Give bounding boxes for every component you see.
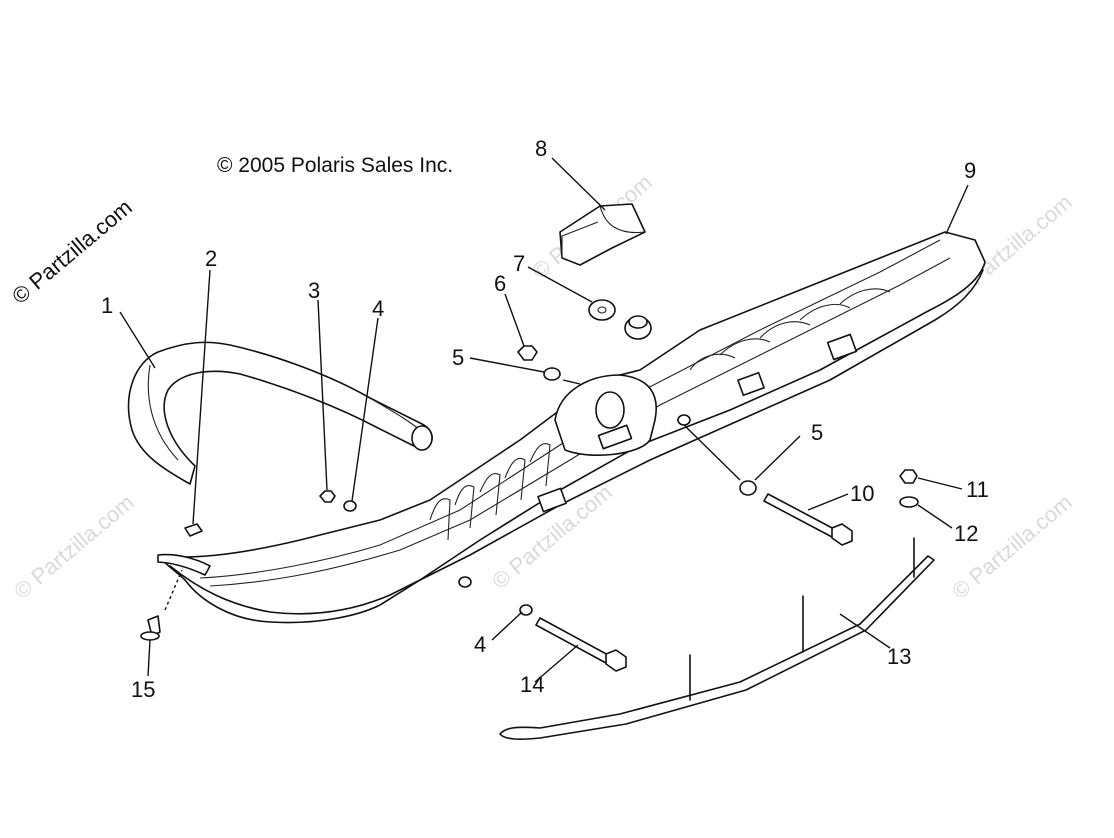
watermark-faint: © Partzilla.com — [9, 489, 139, 603]
callout-15: 15 — [131, 677, 155, 702]
part-10-bolt — [763, 493, 853, 546]
part-6-nut — [517, 345, 538, 361]
callout-3: 3 — [308, 278, 320, 303]
callout-14: 14 — [520, 672, 544, 697]
part-11-nut — [899, 469, 918, 484]
callout-5: 5 — [452, 345, 464, 370]
part-9-ski-body — [157, 231, 986, 624]
part-7-bushing — [588, 299, 652, 340]
part-13-runner — [499, 537, 935, 740]
part-4-washer-top — [343, 500, 357, 512]
callout-5: 5 — [811, 420, 823, 445]
watermark-faint: © Partzilla.com — [947, 489, 1077, 603]
part-12-washer — [899, 496, 919, 508]
callout-4: 4 — [474, 632, 486, 657]
part-4-washer-bottom — [519, 604, 533, 616]
part-3-nut — [319, 490, 336, 503]
part-5-washer-right — [739, 480, 757, 496]
callout-2: 2 — [205, 246, 217, 271]
part-2-clip — [184, 523, 203, 537]
callout-1: 1 — [101, 293, 113, 318]
callout-8: 8 — [535, 136, 547, 161]
part-1-handle — [127, 341, 433, 485]
callout-11: 11 — [966, 477, 989, 502]
watermark-main: © Partzilla.com — [7, 194, 137, 308]
callout-7: 7 — [513, 251, 525, 276]
callout-6: 6 — [494, 271, 506, 296]
callout-9: 9 — [964, 158, 976, 183]
part-14-bolt — [535, 617, 627, 672]
copyright-text: © 2005 Polaris Sales Inc. — [217, 154, 453, 177]
callout-12: 12 — [954, 521, 978, 546]
part-8-bumper — [559, 203, 646, 266]
part-5-washer-top — [543, 367, 561, 381]
callout-4: 4 — [372, 296, 384, 321]
callout-13: 13 — [887, 644, 911, 669]
part-15-rivet — [140, 615, 161, 641]
callout-10: 10 — [850, 481, 874, 506]
